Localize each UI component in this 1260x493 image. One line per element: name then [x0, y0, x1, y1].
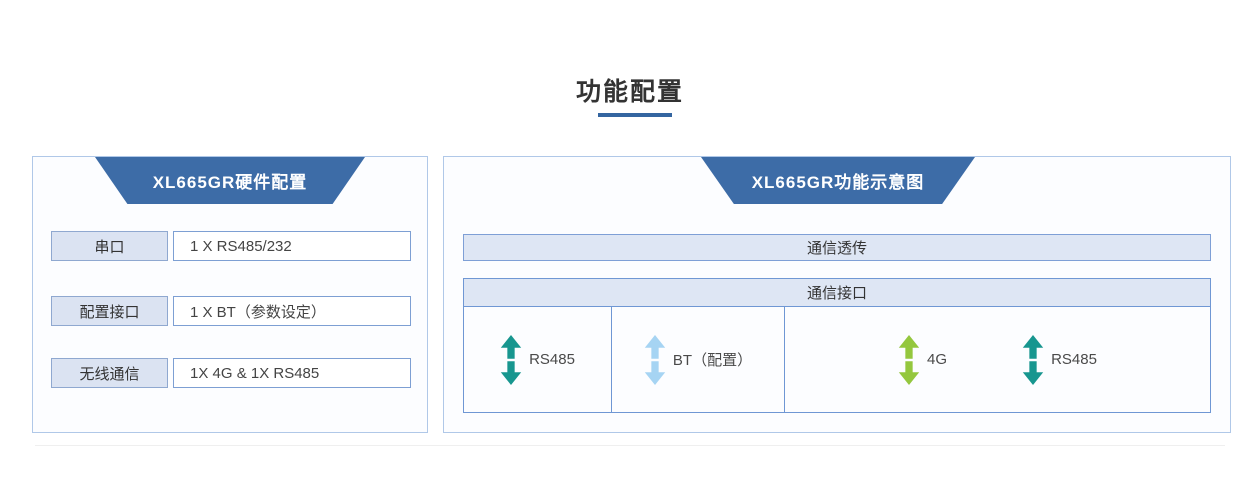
- arrow-label: RS485: [529, 351, 575, 368]
- interface-cell-rs485: RS485: [464, 307, 612, 412]
- 4g-item: 4G: [898, 334, 948, 385]
- page-title: 功能配置: [575, 78, 684, 106]
- arrow-up-half: [644, 334, 666, 359]
- arrow-down-half: [898, 360, 920, 385]
- hw-row-value: 1 X BT（参数设定）: [173, 296, 411, 326]
- hw-row-label: 无线通信: [51, 358, 168, 388]
- arrow-down-half: [500, 360, 522, 385]
- hw-row-wireless: 无线通信 1X 4G & 1X RS485: [33, 358, 427, 388]
- function-diagram-header: XL665GR功能示意图: [701, 157, 975, 204]
- interface-table-body: RS485 BT（配置）: [464, 307, 1210, 412]
- interface-cell-4g-rs485: 4G RS485: [785, 307, 1210, 412]
- arrow-label: BT（配置）: [672, 352, 753, 369]
- arrow-up-half: [898, 334, 920, 359]
- hw-row-value: 1X 4G & 1X RS485: [173, 358, 411, 388]
- hardware-config-panel: XL665GR硬件配置 串口 1 X RS485/232 配置接口 1 X BT…: [32, 156, 428, 433]
- passthrough-bar: 通信透传: [463, 234, 1211, 261]
- interface-table: 通信接口 RS485: [463, 278, 1211, 413]
- function-diagram-panel: XL665GR功能示意图 通信透传 通信接口 RS485: [443, 156, 1231, 433]
- title-underline: [598, 113, 672, 117]
- rs485-item: RS485: [500, 334, 575, 385]
- function-diagram-header-label: XL665GR功能示意图: [751, 173, 925, 192]
- hardware-config-header: XL665GR硬件配置: [95, 157, 365, 204]
- arrow-up-half: [1022, 334, 1044, 359]
- rs485-item: RS485: [1022, 334, 1097, 385]
- double-vertical-arrow-icon: [1022, 334, 1044, 385]
- double-vertical-arrow-icon: [644, 334, 666, 385]
- hw-row-value: 1 X RS485/232: [173, 231, 411, 261]
- arrow-label: RS485: [1051, 351, 1097, 368]
- hw-row-label: 串口: [51, 231, 168, 261]
- hw-row-config-interface: 配置接口 1 X BT（参数设定）: [33, 296, 427, 326]
- hw-row-serial-port: 串口 1 X RS485/232: [33, 231, 427, 261]
- double-vertical-arrow-icon: [898, 334, 920, 385]
- hw-row-label: 配置接口: [51, 296, 168, 326]
- arrow-down-half: [1022, 360, 1044, 385]
- bt-item: BT（配置）: [644, 334, 753, 385]
- interface-cell-bt: BT（配置）: [612, 307, 785, 412]
- bottom-divider: [35, 445, 1225, 446]
- hardware-config-header-label: XL665GR硬件配置: [152, 173, 308, 192]
- double-vertical-arrow-icon: [500, 334, 522, 385]
- interface-table-header: 通信接口: [464, 279, 1210, 307]
- arrow-label: 4G: [927, 351, 948, 368]
- arrow-down-half: [644, 360, 666, 385]
- arrow-up-half: [500, 334, 522, 359]
